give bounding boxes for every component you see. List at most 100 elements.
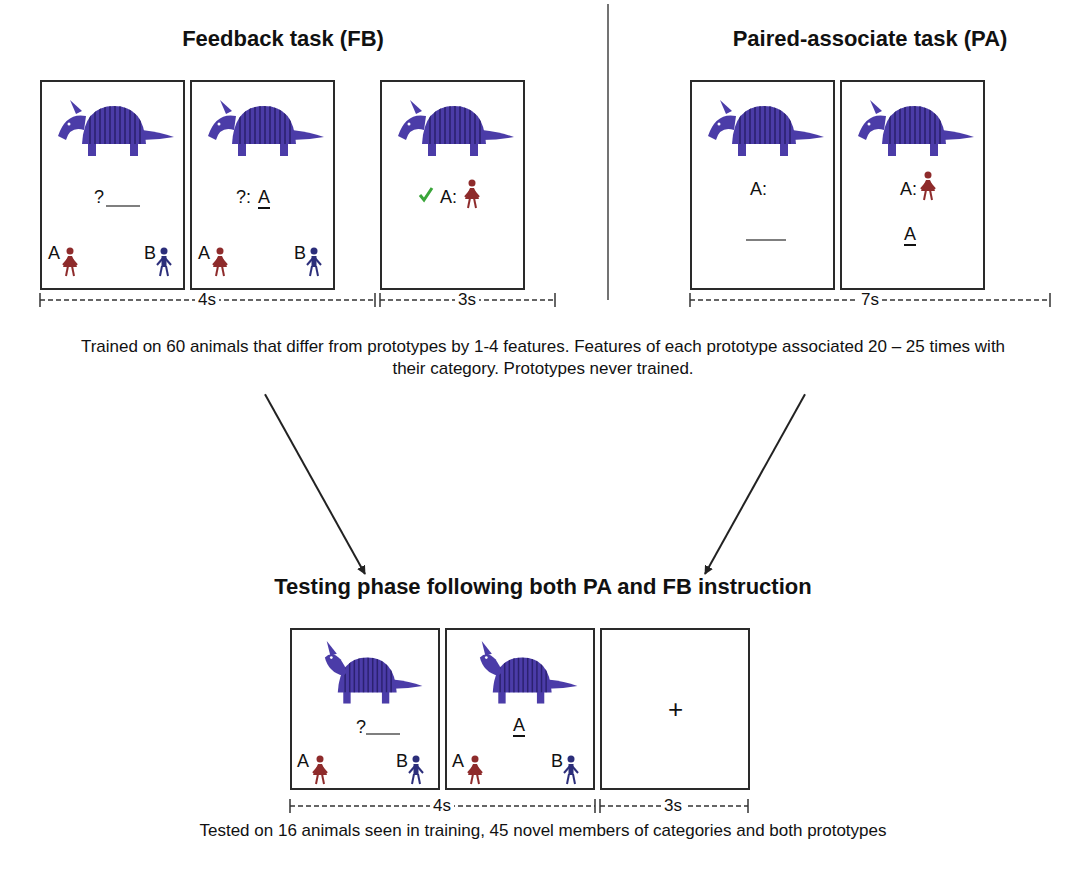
screen-text: ? bbox=[356, 718, 366, 736]
animal-stripe bbox=[367, 656, 368, 695]
animal-tail bbox=[142, 130, 174, 140]
animal-ear bbox=[70, 100, 82, 114]
screen-text: + bbox=[668, 696, 683, 722]
duration-label: 4s bbox=[430, 797, 454, 816]
animal-stripe bbox=[474, 104, 476, 146]
panel-title: Paired-associate task (PA) bbox=[680, 28, 1060, 50]
test-note: Tested on 16 animals seen in training, 4… bbox=[163, 822, 923, 841]
animal-stripe bbox=[114, 104, 116, 146]
animal-stripe bbox=[479, 104, 481, 146]
animal-ear bbox=[220, 100, 232, 114]
panel-title: Feedback task (FB) bbox=[30, 28, 536, 50]
animal-ear bbox=[870, 100, 882, 114]
animal-stripe bbox=[459, 104, 461, 146]
category-a-figure bbox=[213, 248, 227, 277]
animal-stripe bbox=[259, 104, 261, 146]
animal-stripe bbox=[509, 656, 510, 695]
category-a-figure bbox=[313, 756, 327, 785]
animal-tail bbox=[482, 130, 514, 140]
animal-stripe bbox=[774, 104, 776, 146]
screen-frame: ?AB bbox=[40, 80, 185, 290]
animal-stripe bbox=[358, 656, 359, 695]
animal-stripe bbox=[429, 104, 431, 146]
animal-figure bbox=[858, 100, 974, 156]
animal-stripe bbox=[284, 104, 286, 146]
animal-stripe bbox=[354, 656, 355, 695]
flow-arrow bbox=[705, 394, 805, 574]
animal-stripe bbox=[749, 104, 751, 146]
screen-text: A: bbox=[900, 180, 917, 198]
animal-stripe bbox=[129, 104, 131, 146]
animal-head bbox=[708, 115, 736, 140]
animal-body bbox=[82, 106, 146, 144]
animal-stripe bbox=[919, 104, 921, 146]
screen-text: A bbox=[198, 244, 210, 262]
animal-stripe bbox=[769, 104, 771, 146]
category-a-figure bbox=[63, 248, 77, 277]
screen-frame: ?:AAB bbox=[190, 80, 335, 290]
animal-tail bbox=[942, 130, 974, 140]
animal-stripe bbox=[94, 104, 96, 146]
animal-stripe bbox=[532, 656, 533, 695]
animal-stripe bbox=[464, 104, 466, 146]
screen-text: ?: bbox=[236, 188, 251, 206]
screen-text: A bbox=[297, 752, 309, 770]
animal-stripe bbox=[764, 104, 766, 146]
animal-figure bbox=[480, 641, 578, 704]
animal-eye bbox=[868, 123, 871, 126]
animal-head bbox=[58, 115, 86, 140]
animal-stripe bbox=[744, 104, 746, 146]
category-b-figure bbox=[564, 756, 578, 785]
screen-text: B bbox=[551, 752, 563, 770]
animal-stripe bbox=[344, 656, 345, 695]
animal-tail bbox=[393, 680, 422, 689]
screen-text: A: bbox=[750, 180, 767, 198]
correct-check bbox=[420, 188, 432, 200]
animal-body bbox=[493, 658, 552, 693]
screen-text: ? bbox=[94, 188, 104, 206]
animal-stripe bbox=[449, 104, 451, 146]
animal-stripe bbox=[139, 104, 141, 146]
animal-head bbox=[858, 115, 886, 140]
animal-eye bbox=[408, 123, 411, 126]
screen-text: B bbox=[396, 752, 408, 770]
animal-stripe bbox=[454, 104, 456, 146]
animal-stripe bbox=[264, 104, 266, 146]
animal-stripe bbox=[914, 104, 916, 146]
animal-stripe bbox=[390, 656, 391, 695]
animal-stripe bbox=[929, 104, 931, 146]
animal-body bbox=[422, 106, 486, 144]
animal-body bbox=[232, 106, 296, 144]
animal-ear bbox=[327, 641, 337, 656]
animal-stripe bbox=[909, 104, 911, 146]
animal-stripe bbox=[109, 104, 111, 146]
animal-stripe bbox=[104, 104, 106, 146]
animal-stripe bbox=[244, 104, 246, 146]
animal-figure bbox=[325, 641, 423, 704]
animal-stripe bbox=[134, 104, 136, 146]
screen-text: A bbox=[452, 752, 464, 770]
animal-stripe bbox=[541, 656, 542, 695]
category-b-figure bbox=[307, 248, 321, 277]
animal-eye bbox=[485, 656, 488, 659]
animal-stripe bbox=[759, 104, 761, 146]
animal-stripe bbox=[739, 104, 741, 146]
animal-stripe bbox=[254, 104, 256, 146]
animal-stripe bbox=[349, 656, 350, 695]
animal-stripe bbox=[899, 104, 901, 146]
animal-head bbox=[325, 654, 347, 676]
panel-divider bbox=[607, 4, 609, 300]
animal-stripe bbox=[249, 104, 251, 146]
task-panel: Testing phase following both PA and FB i… bbox=[255, 576, 831, 816]
screen-text: A bbox=[904, 225, 916, 246]
animal-stripe bbox=[499, 656, 500, 695]
animal-stripe bbox=[372, 656, 373, 695]
animal-stripe bbox=[536, 656, 537, 695]
animal-stripe bbox=[239, 104, 241, 146]
animal-tail bbox=[292, 130, 324, 140]
animal-stripe bbox=[99, 104, 101, 146]
task-panel: Feedback task (FB)?AB?:AABA: bbox=[30, 28, 536, 318]
animal-stripe bbox=[784, 104, 786, 146]
animal-ear bbox=[720, 100, 732, 114]
